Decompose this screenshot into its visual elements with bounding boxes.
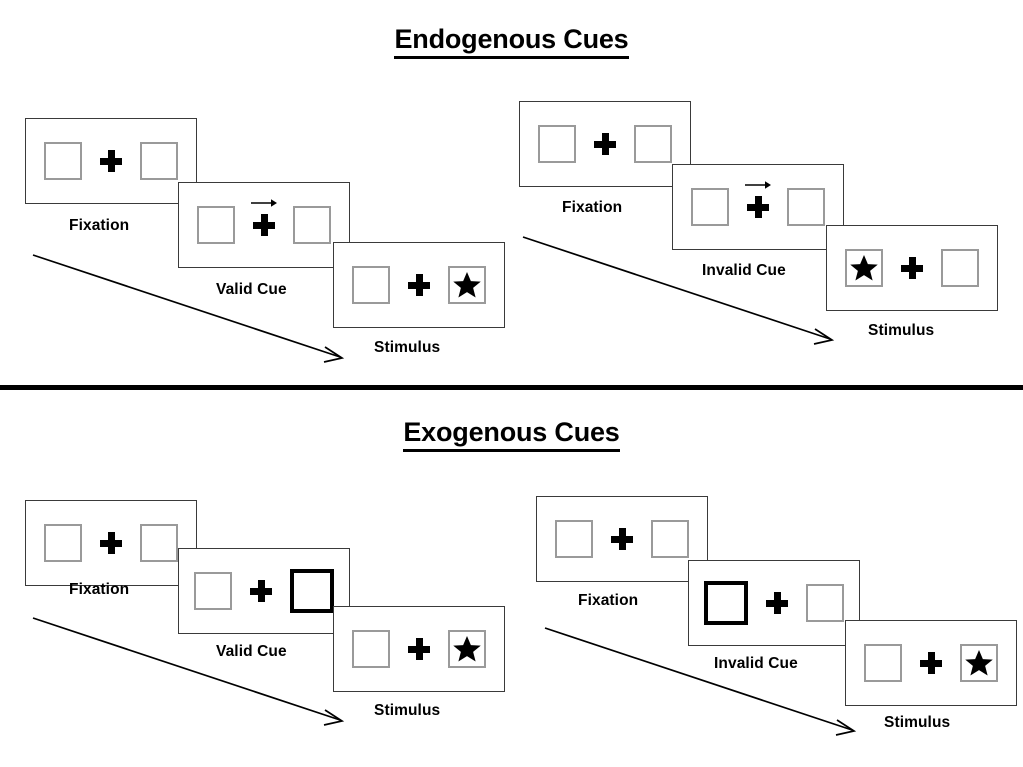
caption-endogenous-valid-stimulus: Stimulus — [374, 339, 441, 356]
box-left — [352, 266, 390, 304]
panel-endogenous-invalid-fixation — [519, 101, 691, 187]
box-left — [555, 520, 593, 558]
panel-exogenous-valid-fixation — [25, 500, 197, 586]
arrow-right-cue-icon — [745, 181, 771, 189]
box-right-with-target — [960, 644, 998, 682]
fixation-cross-icon — [100, 150, 122, 172]
box-right-with-target — [448, 630, 486, 668]
fixation-cross-icon — [100, 532, 122, 554]
box-right — [140, 524, 178, 562]
section-title-exogenous-text: Exogenous Cues — [403, 417, 620, 452]
panel-endogenous-valid-stimulus — [333, 242, 505, 328]
panel-endogenous-invalid-cue — [672, 164, 844, 250]
box-left — [864, 644, 902, 682]
panel-exogenous-valid-cue — [178, 548, 350, 634]
box-right — [140, 142, 178, 180]
fixation-cross-icon — [745, 181, 771, 218]
fixation-cross-icon — [250, 580, 272, 602]
fixation-cross-icon — [611, 528, 633, 550]
box-left — [197, 206, 235, 244]
box-left-with-target — [845, 249, 883, 287]
section-title-endogenous-text: Endogenous Cues — [394, 24, 629, 59]
box-left — [44, 524, 82, 562]
caption-endogenous-invalid-stimulus: Stimulus — [868, 322, 935, 339]
section-title-exogenous: Exogenous Cues — [0, 417, 1023, 452]
panel-exogenous-invalid-fixation — [536, 496, 708, 582]
box-right — [806, 584, 844, 622]
box-right — [787, 188, 825, 226]
star-target-icon — [965, 650, 993, 676]
section-divider — [0, 385, 1023, 390]
fixation-cross-icon — [920, 652, 942, 674]
caption-exogenous-invalid-cue: Invalid Cue — [714, 655, 798, 672]
box-left — [44, 142, 82, 180]
box-left — [352, 630, 390, 668]
star-target-icon — [850, 255, 878, 281]
box-right-cued — [290, 569, 334, 613]
panel-exogenous-invalid-stimulus — [845, 620, 1017, 706]
fixation-cross-icon — [251, 199, 277, 236]
box-right — [293, 206, 331, 244]
box-right — [941, 249, 979, 287]
arrow-right-cue-icon — [251, 199, 277, 207]
box-right-with-target — [448, 266, 486, 304]
caption-exogenous-valid-stimulus: Stimulus — [374, 702, 441, 719]
caption-endogenous-valid-cue: Valid Cue — [216, 281, 287, 298]
box-left — [538, 125, 576, 163]
panel-exogenous-valid-stimulus — [333, 606, 505, 692]
caption-exogenous-invalid-stimulus: Stimulus — [884, 714, 951, 731]
caption-endogenous-invalid-cue: Invalid Cue — [702, 262, 786, 279]
panel-endogenous-valid-cue — [178, 182, 350, 268]
caption-exogenous-valid-fixation: Fixation — [69, 581, 130, 598]
panel-endogenous-invalid-stimulus — [826, 225, 998, 311]
section-title-endogenous: Endogenous Cues — [0, 24, 1023, 59]
caption-endogenous-invalid-fixation: Fixation — [562, 199, 623, 216]
fixation-cross-icon — [901, 257, 923, 279]
caption-exogenous-valid-cue: Valid Cue — [216, 643, 287, 660]
star-target-icon — [453, 272, 481, 298]
box-right — [651, 520, 689, 558]
box-left-cued — [704, 581, 748, 625]
fixation-cross-icon — [408, 274, 430, 296]
caption-endogenous-valid-fixation: Fixation — [69, 217, 130, 234]
caption-exogenous-invalid-fixation: Fixation — [578, 592, 639, 609]
box-left — [691, 188, 729, 226]
star-target-icon — [453, 636, 481, 662]
fixation-cross-icon — [594, 133, 616, 155]
box-right — [634, 125, 672, 163]
fixation-cross-icon — [408, 638, 430, 660]
box-left — [194, 572, 232, 610]
panel-endogenous-valid-fixation — [25, 118, 197, 204]
fixation-cross-icon — [766, 592, 788, 614]
panel-exogenous-invalid-cue — [688, 560, 860, 646]
